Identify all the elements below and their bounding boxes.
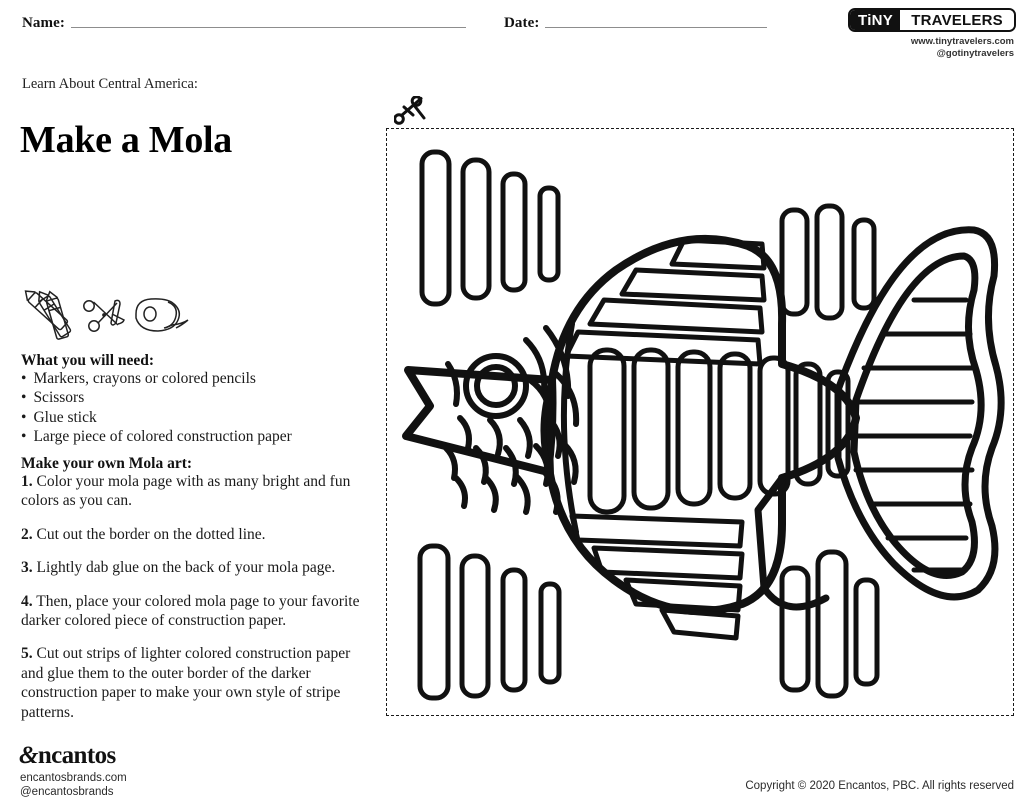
step-text: Cut out the border on the dotted line. <box>36 525 266 543</box>
mola-fish-illustration <box>402 149 1005 701</box>
encantos-wordmark: ncantos <box>37 742 116 769</box>
supplies-icon-row <box>16 288 196 340</box>
body-lower-panel <box>754 474 830 611</box>
name-write-line[interactable] <box>70 27 466 28</box>
crayons-icon <box>24 290 72 340</box>
step-number: 3. <box>21 559 33 577</box>
encantos-ampersand: & <box>19 742 38 769</box>
list-item: 4. Then, place your colored mola page to… <box>21 592 371 631</box>
tail-stripes <box>849 297 977 573</box>
dorsal-fin-stripes <box>563 237 767 367</box>
list-item: Glue stick <box>21 408 292 427</box>
logo-text-travelers: TRAVELERS <box>911 11 1003 29</box>
step-number: 5. <box>21 645 33 663</box>
dashed-cut-border <box>386 128 1014 716</box>
step-text: Lightly dab glue on the back of your mol… <box>36 559 336 577</box>
step-number: 2. <box>21 525 33 543</box>
instructions-list: 1. Color your mola page with as many bri… <box>21 472 371 736</box>
encantos-website: encantosbrands.com <box>20 772 127 784</box>
list-item: 1. Color your mola page with as many bri… <box>21 472 371 511</box>
logo-text-tiny: TiNY <box>858 11 894 29</box>
name-label: Name: <box>22 15 65 31</box>
date-label: Date: <box>504 15 540 31</box>
step-text: Then, place your colored mola page to yo… <box>21 592 360 630</box>
tiny-travelers-handle: @gotinytravelers <box>936 47 1014 59</box>
student-info-bar: Name: Date: <box>0 0 1030 50</box>
corner-bars-top-left <box>419 149 561 307</box>
copyright-notice: Copyright © 2020 Encantos, PBC. All righ… <box>745 780 1014 792</box>
logo-badge-right: TRAVELERS <box>900 10 1014 30</box>
encantos-logo: &ncantos <box>19 742 116 769</box>
date-field[interactable]: Date: <box>504 15 768 31</box>
date-write-line[interactable] <box>545 27 768 28</box>
list-item: Markers, crayons or colored pencils <box>21 369 292 388</box>
page-title: Make a Mola <box>20 119 232 162</box>
list-item: Scissors <box>21 388 292 407</box>
step-text: Cut out strips of lighter colored constr… <box>21 645 351 721</box>
encantos-handle: @encantosbrands <box>20 786 114 798</box>
head-pattern-arcs <box>443 325 580 515</box>
tiny-travelers-website: www.tinytravelers.com <box>910 36 1014 47</box>
tiny-travelers-contact: www.tinytravelers.com @gotinytravelers <box>911 36 1014 59</box>
fish-eye <box>463 353 529 419</box>
cut-here-scissors-icon <box>393 95 428 126</box>
list-item: 3. Lightly dab glue on the back of your … <box>21 558 371 577</box>
step-text: Color your mola page with as many bright… <box>21 473 351 510</box>
step-number: 4. <box>21 592 33 610</box>
step-number: 1. <box>21 473 33 490</box>
ventral-fin-stripes <box>569 513 745 641</box>
instructions-heading: Make your own Mola art: <box>21 455 193 472</box>
list-item: Large piece of colored construction pape… <box>21 427 291 446</box>
corner-bars-top-right <box>779 203 877 321</box>
logo-badge-left: TiNY <box>850 10 902 30</box>
list-item: 2. Cut out the border on the dotted line… <box>21 525 371 544</box>
mola-cut-zone <box>386 128 1014 716</box>
fish-body-outline <box>402 234 860 616</box>
tape-dispenser-icon <box>135 298 189 332</box>
corner-bars-bottom-left <box>417 543 562 701</box>
encantos-contact: encantosbrands.com @encantosbrands <box>20 771 127 799</box>
scissors-icon <box>83 299 125 332</box>
corner-bars-bottom-right <box>779 549 880 699</box>
list-item: 5. Cut out strips of lighter colored con… <box>21 644 371 722</box>
lesson-eyebrow: Learn About Central America: <box>22 76 198 92</box>
tiny-travelers-logo: TiNY TRAVELERS <box>848 8 1016 32</box>
supplies-list: Markers, crayons or colored pencils Scis… <box>21 369 292 447</box>
fish-tail <box>834 226 1005 601</box>
supplies-heading: What you will need: <box>21 352 155 369</box>
name-field[interactable]: Name: <box>22 16 466 31</box>
